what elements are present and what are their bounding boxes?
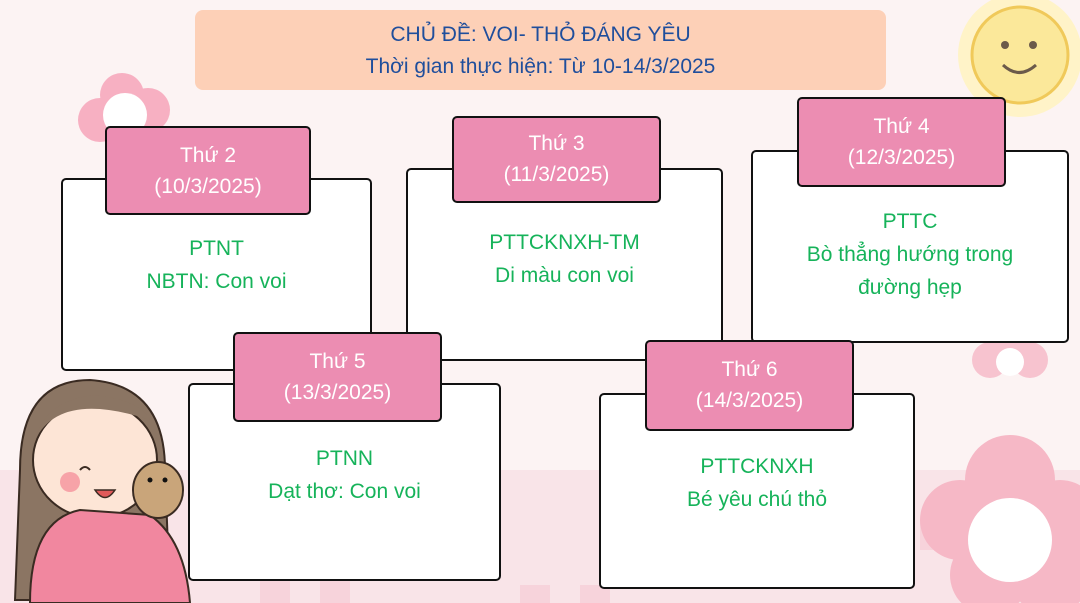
day-date: (11/3/2025): [503, 163, 610, 186]
topic-title: CHỦ ĐỀ: VOI- THỎ ĐÁNG YÊU: [390, 23, 691, 46]
day-label: Thứ 3: [528, 132, 585, 155]
activity-area: PTNN: [315, 447, 374, 470]
activity-name-cont: đường hẹp: [858, 276, 962, 299]
day-tab-thu-4: Thứ 4 (12/3/2025): [797, 97, 1006, 187]
sun-icon: [958, 0, 1080, 117]
day-card-thu-4: PTTC Bò thẳng hướng trong đường hẹp: [751, 150, 1069, 343]
day-activity: PTTC Bò thẳng hướng trong đường hẹp: [753, 205, 1067, 304]
topic-timeframe: Thời gian thực hiện: Từ 10-14/3/2025: [365, 55, 716, 78]
day-tab-thu-3: Thứ 3 (11/3/2025): [452, 116, 661, 203]
flower-icon: [920, 435, 1080, 603]
topic-header: CHỦ ĐỀ: VOI- THỎ ĐÁNG YÊU Thời gian thực…: [195, 10, 886, 90]
activity-area: PTNT: [189, 237, 244, 260]
activity-name: NBTN: Con voi: [146, 270, 287, 293]
activity-area: PTTC: [882, 210, 938, 233]
day-tab-thu-6: Thứ 6 (14/3/2025): [645, 340, 854, 431]
activity-name: Bò thẳng hướng trong: [806, 243, 1014, 266]
day-label: Thứ 6: [721, 358, 778, 381]
activity-area: PTTCKNXH-TM: [489, 231, 640, 254]
activity-area: PTTCKNXH: [700, 455, 814, 478]
activity-name: Bé yêu chú thỏ: [686, 488, 828, 511]
day-date: (12/3/2025): [847, 146, 956, 169]
day-activity: PTTCKNXH-TM Di màu con voi: [408, 226, 721, 292]
day-tab-thu-2: Thứ 2 (10/3/2025): [105, 126, 311, 215]
day-activity: PTTCKNXH Bé yêu chú thỏ: [601, 450, 913, 516]
day-date: (13/3/2025): [283, 381, 392, 404]
day-activity: PTNN Dạt thơ: Con voi: [190, 442, 499, 508]
activity-name: Di màu con voi: [495, 264, 634, 287]
day-tab-thu-5: Thứ 5 (13/3/2025): [233, 332, 442, 422]
day-date: (10/3/2025): [154, 175, 262, 198]
girl-illustration: [13, 378, 192, 603]
day-label: Thứ 5: [309, 350, 366, 373]
day-activity: PTNT NBTN: Con voi: [63, 232, 370, 298]
day-date: (14/3/2025): [695, 389, 804, 412]
day-label: Thứ 4: [873, 115, 930, 138]
activity-name: Dạt thơ: Con voi: [268, 480, 421, 503]
day-label: Thứ 2: [179, 144, 237, 167]
